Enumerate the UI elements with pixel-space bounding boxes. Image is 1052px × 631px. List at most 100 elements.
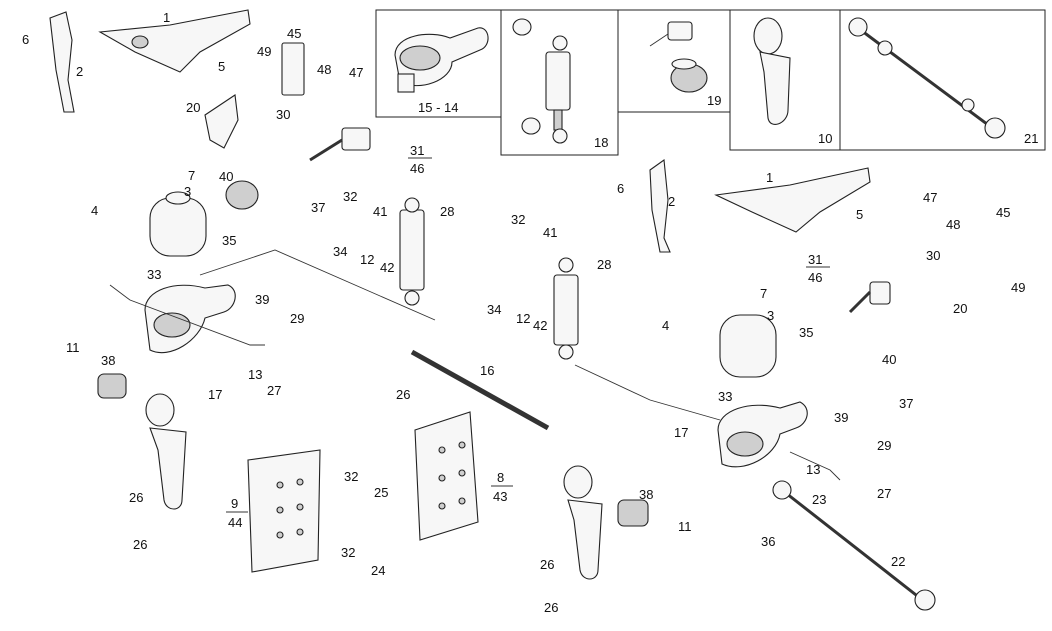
callout-47-left: 47 <box>349 65 363 80</box>
callout-30-left: 30 <box>276 107 290 122</box>
arm-bracket-left <box>144 284 236 354</box>
callout-28-left: 28 <box>440 204 454 219</box>
callout-12-left: 12 <box>360 252 374 267</box>
svg-text:31: 31 <box>410 143 424 158</box>
bushing-38-left <box>97 373 127 399</box>
callout-33-right: 33 <box>718 389 732 404</box>
callout-42-left: 42 <box>380 260 394 275</box>
callout-25: 25 <box>374 485 388 500</box>
side-plate-left <box>49 11 75 113</box>
callout-36: 36 <box>761 534 775 549</box>
svg-text:46: 46 <box>410 161 424 176</box>
callout-29-left: 29 <box>290 311 304 326</box>
side-plate-right <box>649 159 671 253</box>
bracket-plate-9-44 <box>247 449 321 573</box>
callout-42-right: 42 <box>533 318 547 333</box>
shock-absorber-inset-part <box>512 18 571 144</box>
callout-48-right: 48 <box>946 217 960 232</box>
valve-assembly-left <box>309 127 371 162</box>
callout-33-left: 33 <box>147 267 161 282</box>
bushing-38-right <box>617 499 649 527</box>
callout-41-right: 41 <box>543 225 557 240</box>
callout-13-left: 13 <box>248 367 262 382</box>
tie-rod-right <box>772 480 936 611</box>
support-bracket-left <box>204 94 239 149</box>
bushing-40-left <box>225 180 259 210</box>
arm-bracket-right <box>717 401 808 468</box>
callout-24: 24 <box>371 563 385 578</box>
leader-line <box>789 451 841 481</box>
callout-47-right: 47 <box>923 190 937 205</box>
callout-28-right: 28 <box>597 257 611 272</box>
upper-bracket-left <box>98 9 251 73</box>
callout-16: 16 <box>480 363 494 378</box>
shock-absorber-left <box>399 197 425 306</box>
callout-49-right: 49 <box>1011 280 1025 295</box>
callout-37-right: 37 <box>899 396 913 411</box>
callout-7-right: 7 <box>760 286 767 301</box>
svg-text:43: 43 <box>493 489 507 504</box>
plate-45-left <box>281 42 305 96</box>
callout-27-right: 27 <box>877 486 891 501</box>
callout-1-right: 1 <box>766 170 773 185</box>
callout-34-right: 34 <box>487 302 501 317</box>
callout-22: 22 <box>891 554 905 569</box>
callout-41-left: 41 <box>373 204 387 219</box>
callout-34-left: 34 <box>333 244 347 259</box>
callout-49-left: 49 <box>257 44 271 59</box>
callout-30-right: 30 <box>926 248 940 263</box>
callout-17-right: 17 <box>674 425 688 440</box>
fraction-31-46-right: 31 46 <box>806 252 830 285</box>
callout-26-e: 26 <box>544 600 558 615</box>
callout-32-a: 32 <box>343 189 357 204</box>
callout-40-left: 40 <box>219 169 233 184</box>
callout-39-right: 39 <box>834 410 848 425</box>
callout-4-right: 4 <box>662 318 669 333</box>
callout-11-left: 11 <box>66 340 80 355</box>
svg-text:31: 31 <box>808 252 822 267</box>
inset-frame-21 <box>839 9 1046 151</box>
callout-32-c: 32 <box>344 469 358 484</box>
arm-inset-part <box>753 17 791 125</box>
lower-arm-right <box>563 465 603 580</box>
air-spring-right <box>719 314 777 378</box>
callout-37-left: 37 <box>311 200 325 215</box>
callout-17-left: 17 <box>208 387 222 402</box>
callout-11-right: 11 <box>678 519 692 534</box>
callout-20-right: 20 <box>953 301 967 316</box>
callout-23: 23 <box>812 492 826 507</box>
callout-1-left: 1 <box>163 10 170 25</box>
tie-rod-inset-part <box>848 17 1006 139</box>
torsion-bar <box>410 349 550 431</box>
callout-20-left: 20 <box>186 100 200 115</box>
fraction-9-44: 9 44 <box>226 496 248 530</box>
callout-35-left: 35 <box>222 233 236 248</box>
valve-inset-part <box>649 21 708 93</box>
callout-18: 18 <box>594 135 608 150</box>
callout-40-right: 40 <box>882 352 896 367</box>
callout-32-d: 32 <box>341 545 355 560</box>
callout-45-right: 45 <box>996 205 1010 220</box>
svg-text:9: 9 <box>231 496 238 511</box>
fraction-8-43: 8 43 <box>491 470 513 504</box>
callout-39-left: 39 <box>255 292 269 307</box>
callout-29-right: 29 <box>877 438 891 453</box>
callout-15-14: 15 - 14 <box>418 100 458 115</box>
callout-13-right: 13 <box>806 462 820 477</box>
leader-line <box>199 249 436 321</box>
shock-absorber-right <box>553 257 579 360</box>
bracket-clamp-part <box>394 27 489 93</box>
callout-4-left: 4 <box>91 203 98 218</box>
callout-19: 19 <box>707 93 721 108</box>
callout-38-right: 38 <box>639 487 653 502</box>
callout-6-right: 6 <box>617 181 624 196</box>
callout-26-d: 26 <box>540 557 554 572</box>
callout-26-a: 26 <box>396 387 410 402</box>
upper-bracket-right <box>714 167 871 233</box>
lower-arm-left <box>145 393 187 510</box>
leader-line <box>574 364 721 421</box>
valve-assembly-right <box>848 281 891 314</box>
fraction-31-46-left: 31 46 <box>408 143 432 176</box>
leader-line <box>109 284 265 346</box>
